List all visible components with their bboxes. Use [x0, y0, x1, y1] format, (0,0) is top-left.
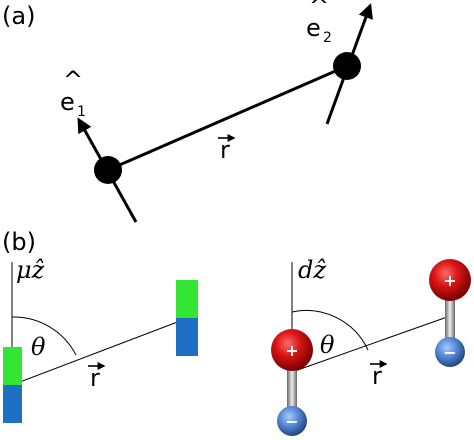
svg-text:r: r — [220, 136, 230, 164]
r-label-a: r — [218, 134, 236, 164]
theta-label: θ — [31, 333, 46, 361]
svg-text:e: e — [60, 88, 75, 116]
separation-line — [107, 64, 348, 172]
d-z-label: dẑ — [298, 256, 326, 284]
positive-charge-2 — [429, 259, 471, 301]
e1-label: e ^ 1 — [60, 66, 86, 120]
svg-text:+: + — [443, 271, 456, 290]
svg-text:1: 1 — [77, 104, 86, 120]
svg-text:+: + — [285, 341, 298, 360]
svg-text:r: r — [90, 364, 100, 392]
r-label-right: r — [370, 360, 388, 390]
dipole-1-rod — [287, 350, 297, 412]
negative-charge-1 — [277, 406, 307, 436]
svg-text:−: − — [443, 343, 456, 362]
separation-line — [11, 317, 189, 386]
panel-b-label: (b) — [2, 228, 36, 256]
panel-b-left: μẑ θ r — [3, 256, 198, 423]
svg-text:2: 2 — [323, 30, 332, 46]
particle-1 — [94, 156, 122, 184]
angle-arc — [11, 316, 77, 356]
angle-arc — [291, 310, 369, 351]
mu-z-label: μẑ — [16, 256, 45, 284]
panel-b: (b) — [2, 228, 36, 256]
magnet-2-south — [176, 318, 198, 356]
svg-text:e: e — [306, 14, 321, 42]
hat-mark: ^ — [63, 66, 83, 94]
panel-b-right: + − + − dẑ θ r — [271, 256, 471, 436]
magnet-1-north — [3, 347, 22, 385]
hat-mark: ^ — [309, 0, 329, 20]
svg-text:r: r — [372, 362, 382, 390]
magnet-1-south — [3, 385, 22, 423]
separation-line — [291, 315, 451, 373]
svg-text:−: − — [285, 412, 298, 431]
magnet-2-north — [176, 280, 198, 318]
negative-charge-2 — [435, 337, 465, 367]
theta-label: θ — [320, 331, 335, 359]
panel-a: (a) e ^ 1 e ^ 2 r — [2, 0, 373, 223]
positive-charge-1 — [271, 329, 313, 371]
particle-2 — [333, 52, 361, 80]
panel-a-label: (a) — [2, 2, 35, 30]
dipole-2-rod — [445, 280, 455, 350]
r-label-left: r — [88, 362, 106, 392]
e2-label: e ^ 2 — [306, 0, 332, 46]
